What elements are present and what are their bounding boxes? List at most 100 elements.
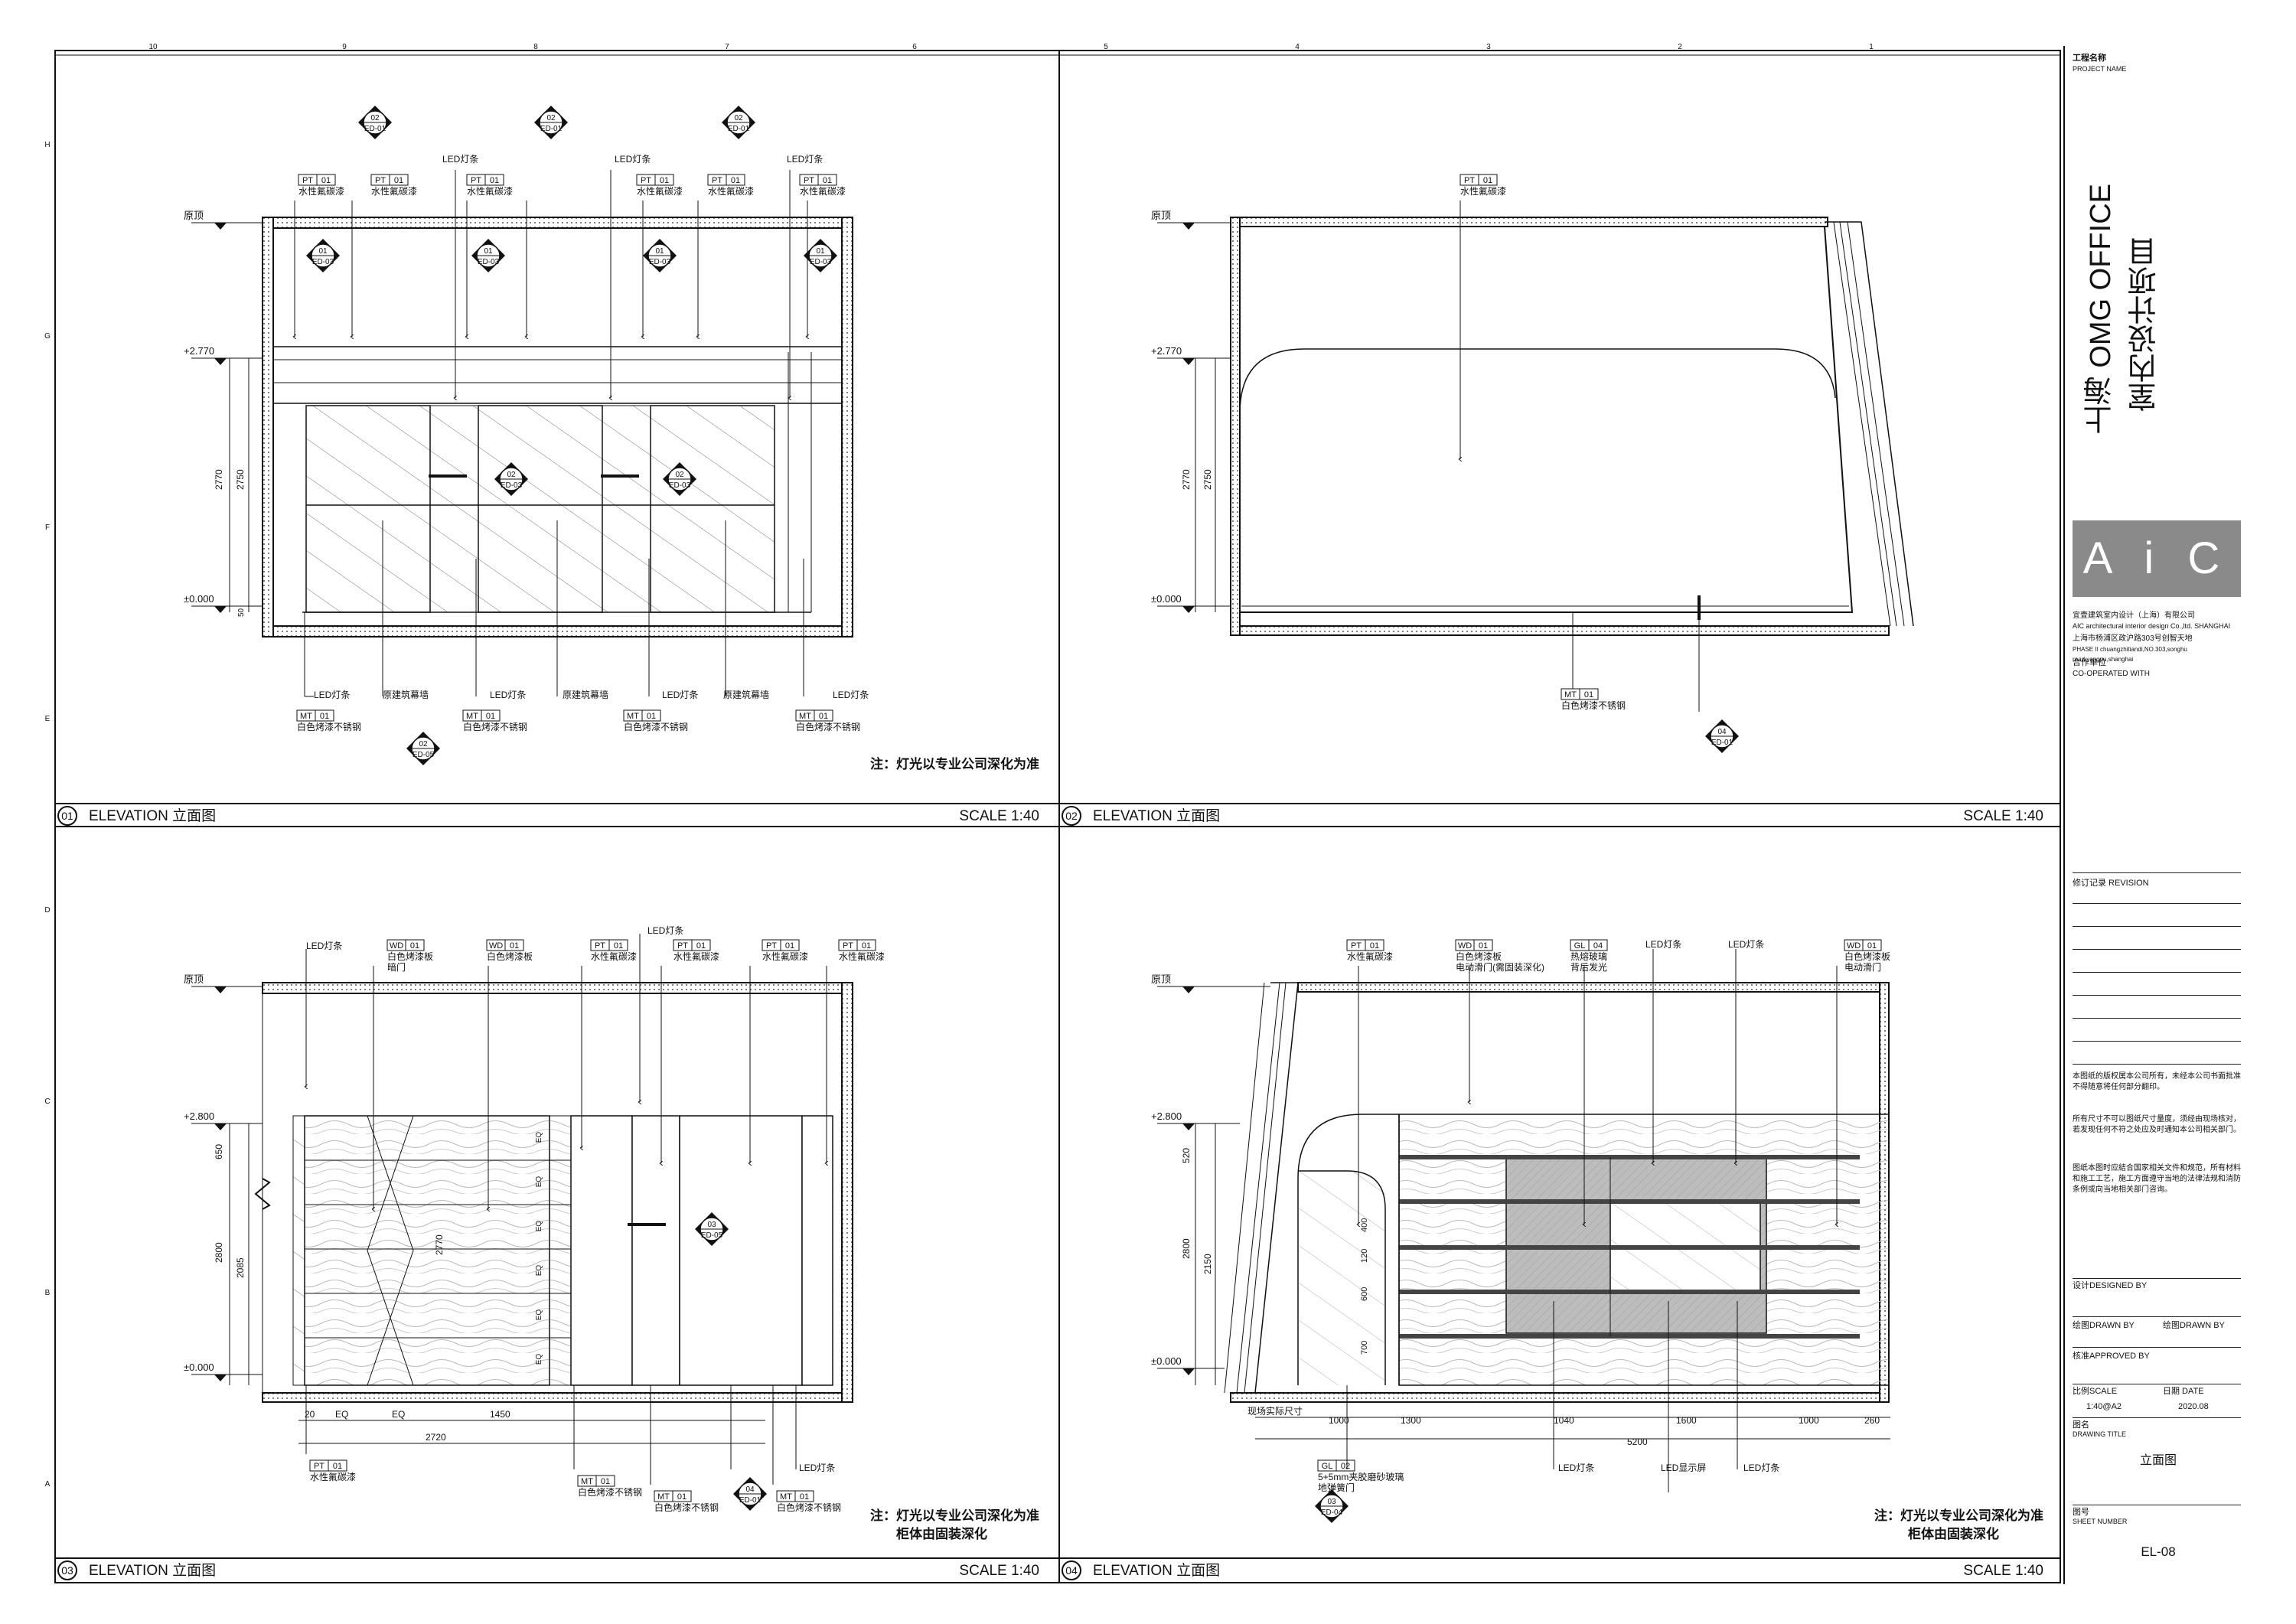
- panel-number: 04: [1065, 1564, 1078, 1577]
- panel-note-2: 柜体由固装深化: [896, 1526, 987, 1541]
- callout-sheet: ED-04: [1321, 1508, 1343, 1517]
- grid-top-label: 7: [725, 43, 729, 51]
- material-number: 02: [1341, 1462, 1350, 1471]
- drawn-label: 绘图DRAWN BY: [2073, 1321, 2135, 1330]
- material-desc: 水性氟碳漆: [637, 186, 683, 197]
- svg-text:50: 50: [237, 608, 246, 617]
- bottom-label: 原建筑幕墙: [723, 689, 769, 700]
- approved-label: 核准APPROVED BY: [2073, 1352, 2150, 1361]
- material-number: 01: [333, 1462, 342, 1471]
- callout-number: 02: [734, 114, 743, 122]
- panel-01-title-bar: 01 ELEVATION 立面图 SCALE 1:40: [57, 806, 1039, 826]
- section-callouts: 02ED-0102ED-0102ED-0101ED-0301ED-0301ED-…: [306, 106, 837, 765]
- material-number: 01: [410, 941, 419, 951]
- grid-top-label: 2: [1678, 43, 1682, 51]
- svg-text:原顶: 原顶: [184, 210, 204, 221]
- material-number: 01: [1483, 176, 1492, 185]
- svg-text:EQ: EQ: [335, 1409, 348, 1420]
- material-desc: 水性氟碳漆: [839, 951, 885, 962]
- material-desc: 白色烤漆板: [1844, 951, 1890, 962]
- material-number: 01: [320, 712, 329, 721]
- material-number: 01: [660, 176, 669, 185]
- coop-label-en: CO-OPERATED WITH: [2073, 670, 2150, 678]
- callout-sheet: ED-03: [669, 481, 691, 490]
- callout-sheet: ED-01: [739, 1496, 762, 1505]
- svg-text:1600: 1600: [1676, 1415, 1697, 1426]
- company-logo: A i C: [2073, 520, 2241, 597]
- bottom-label: LED灯条: [833, 690, 869, 700]
- material-desc: 白色烤漆不锈钢: [624, 721, 688, 732]
- material-desc: 水性氟碳漆: [800, 186, 846, 197]
- project-name-line-2: 室内设计项目: [2129, 237, 2161, 412]
- material-desc: 白色烤漆板: [1456, 951, 1502, 962]
- material-desc: 水性氟碳漆: [762, 951, 808, 962]
- material-code: PT: [471, 176, 481, 185]
- callout-sheet: ED-05: [413, 751, 435, 759]
- drawing-title-label: 图名: [2073, 1420, 2089, 1430]
- sheet-number: EL-08: [2141, 1544, 2176, 1559]
- svg-text:5200: 5200: [1627, 1436, 1648, 1447]
- company-name-cn: 宜壹建筑室内设计（上海）有限公司: [2073, 611, 2195, 620]
- material-desc: 水性氟碳漆: [1460, 186, 1506, 197]
- grid-left-label: F: [45, 523, 50, 532]
- material-desc: 热熔玻璃: [1570, 951, 1607, 962]
- led-label: LED灯条: [1645, 939, 1681, 950]
- callout-number: 02: [419, 740, 428, 748]
- checked-label: 绘图DRAWN BY: [2163, 1321, 2225, 1330]
- project-label: 工程名称: [2073, 54, 2106, 63]
- material-desc: 水性氟碳漆: [371, 186, 417, 197]
- svg-text:2770: 2770: [214, 469, 224, 490]
- material-number: 01: [800, 1492, 809, 1502]
- material-number: 01: [614, 941, 623, 951]
- svg-text:2770: 2770: [434, 1234, 445, 1255]
- eq-label: EQ: [535, 1309, 543, 1321]
- grid-top-label: 3: [1486, 43, 1491, 51]
- panel-number: 03: [61, 1564, 73, 1577]
- material-desc: 5+5mm夹胶磨砂玻璃: [1318, 1471, 1404, 1482]
- company-address-cn: 上海市杨浦区政沪路303号创智天地: [2073, 634, 2193, 643]
- svg-text:±0.000: ±0.000: [1151, 1355, 1182, 1367]
- panel-note-2: 柜体由固装深化: [1908, 1526, 1999, 1541]
- callout-sheet: ED-01: [1711, 739, 1733, 747]
- panel-scale: SCALE 1:40: [1963, 1563, 2043, 1579]
- material-code: GL: [1322, 1462, 1333, 1471]
- bottom-label: LED灯条: [490, 690, 526, 700]
- led-label: LED灯条: [1728, 939, 1764, 950]
- led-label: LED灯条: [306, 941, 342, 951]
- svg-text:+2.800: +2.800: [1151, 1110, 1182, 1122]
- bottom-label: 原建筑幕墙: [383, 689, 429, 700]
- led-label: LED灯条: [647, 925, 683, 936]
- panel-title: ELEVATION 立面图: [89, 807, 216, 824]
- svg-text:+2.800: +2.800: [184, 1110, 214, 1122]
- material-number: 01: [601, 1477, 610, 1486]
- elevation-04: 原顶 +2.800 ±0.000 520 2800 2150 400 120 6…: [1151, 939, 2043, 1541]
- code-note: 图纸本图时应結合国家相关文件和规范，所有材料和施工工艺，施工方面遵守当地的法律法…: [2073, 1164, 2241, 1194]
- material-code: PT: [766, 941, 777, 951]
- material-code: PT: [641, 176, 651, 185]
- callout-sheet: ED-03: [501, 481, 523, 490]
- svg-text:2085: 2085: [235, 1257, 246, 1278]
